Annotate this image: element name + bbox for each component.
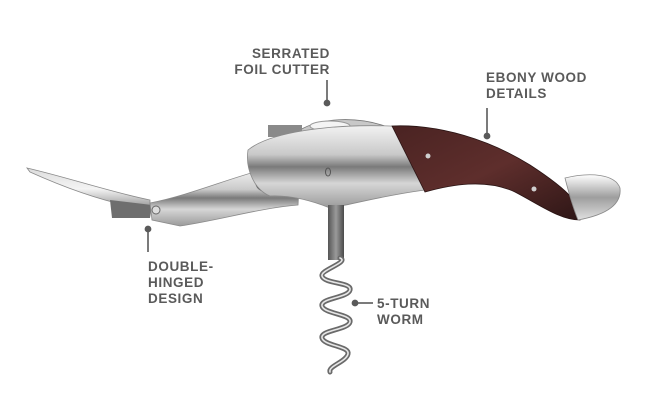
callout-double-hinged: DOUBLE- HINGED DESIGN	[148, 259, 214, 307]
leader-lines	[144, 80, 491, 307]
spiral-worm	[319, 255, 353, 375]
lever-claw	[110, 200, 152, 218]
callout-text: 5-TURN	[377, 296, 431, 311]
worm-shaft	[328, 205, 344, 260]
callout-text: HINGED	[148, 275, 205, 290]
callout-text: DETAILS	[486, 86, 547, 101]
callout-text: SERRATED	[251, 46, 330, 61]
callout-foil-cutter: SERRATED FOIL CUTTER	[210, 46, 330, 78]
callout-text: DOUBLE-	[148, 259, 214, 274]
end-cap	[564, 174, 621, 221]
callout-worm: 5-TURN WORM	[377, 296, 430, 328]
callout-text: FOIL CUTTER	[234, 62, 330, 77]
callout-text: EBONY WOOD	[486, 70, 588, 85]
ebony-handle	[391, 125, 581, 221]
callout-ebony-wood: EBONY WOOD DETAILS	[486, 70, 587, 102]
body-bolster	[247, 125, 426, 209]
callout-text: DESIGN	[148, 291, 204, 306]
callout-text: WORM	[377, 312, 424, 327]
